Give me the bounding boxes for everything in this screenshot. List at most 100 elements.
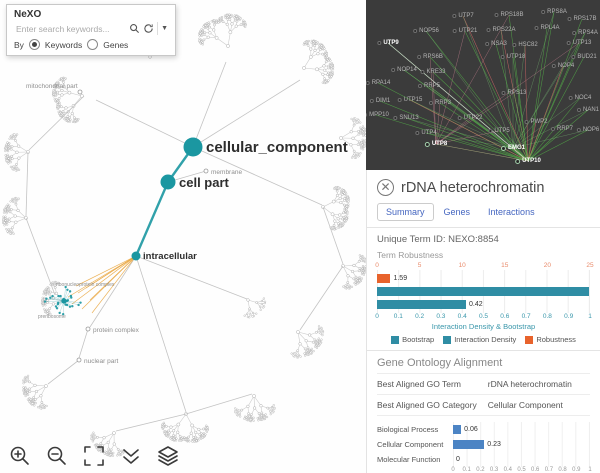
tree-node[interactable] (77, 89, 83, 95)
network-node[interactable]: NOP4 (551, 63, 574, 69)
network-node[interactable]: NOP56 (413, 28, 439, 34)
network-node[interactable]: RPS18B (494, 12, 524, 18)
network-node[interactable]: RRP5 (417, 83, 440, 89)
search-input[interactable] (14, 22, 127, 35)
network-node-label: UTP4 (421, 130, 437, 136)
tree-node[interactable] (76, 357, 82, 363)
network-node[interactable]: UTP21 (452, 28, 478, 34)
divider (157, 22, 159, 35)
network-node-label: UTP22 (463, 115, 483, 121)
network-node[interactable]: NOP14 (391, 67, 417, 73)
network-node[interactable]: RPS8A (541, 9, 567, 15)
network-node[interactable]: UTP18 (500, 54, 526, 60)
node-dot (568, 96, 573, 100)
tab-summary[interactable]: Summary (377, 203, 434, 221)
tab-genes[interactable]: Genes (443, 207, 471, 217)
network-node[interactable]: UTP22 (457, 115, 483, 121)
network-node-label: UTP18 (506, 54, 526, 60)
tree-node[interactable] (160, 174, 176, 190)
tree-term-label[interactable]: membrane (211, 169, 242, 176)
legend-item: Interaction Density (443, 335, 516, 344)
network-node[interactable]: HSC82 (512, 42, 538, 48)
network-node[interactable]: UTP15 (397, 97, 422, 103)
zoom-in-icon (10, 446, 29, 465)
tree-node[interactable] (183, 137, 203, 157)
tree-term-label[interactable]: cell part (179, 175, 230, 190)
network-node-label: RPS8A (547, 9, 567, 15)
network-node[interactable]: RPS17B (567, 16, 597, 22)
refresh-icon[interactable] (143, 23, 154, 34)
tree-term-label[interactable]: preribosome (38, 314, 66, 320)
node-dot (515, 158, 521, 164)
network-node[interactable]: RPS13 (501, 90, 527, 96)
network-node[interactable]: UTP13 (566, 40, 591, 46)
node-dot (571, 55, 576, 59)
node-dot (424, 141, 430, 147)
network-node-label: KRE33 (426, 69, 446, 75)
network-node[interactable]: RPS6B (417, 54, 443, 60)
tree-term-label[interactable]: intracellular (143, 251, 197, 262)
network-node[interactable]: EMG1 (500, 145, 526, 151)
search-icon[interactable] (129, 23, 140, 34)
node-dot (500, 55, 505, 59)
tree-term-label[interactable]: mitochondrial part (26, 83, 78, 90)
network-node[interactable]: NAN1 (576, 107, 599, 113)
chevron-down-icon[interactable]: ▼ (161, 25, 168, 32)
network-node[interactable]: UTP5 (488, 128, 510, 134)
network-node[interactable]: PWP2 (524, 119, 548, 125)
tree-node[interactable] (203, 168, 209, 174)
tab-interactions[interactable]: Interactions (488, 207, 535, 217)
node-dot (501, 91, 506, 95)
tree-term-label[interactable]: ribonucleoprotein complex (56, 282, 115, 288)
network-node[interactable]: UTP10 (515, 158, 541, 164)
network-node[interactable]: DIM1 (369, 98, 390, 104)
network-node[interactable]: MPP10 (366, 112, 389, 118)
network-node[interactable]: RPL4A (534, 25, 560, 31)
network-node[interactable]: UTP9 (377, 40, 399, 46)
network-node[interactable]: RPA14 (366, 80, 390, 86)
go-alignment-table: Best Aligned GO Term rDNA heterochromati… (377, 373, 590, 416)
fit-to-screen-button[interactable] (82, 444, 106, 468)
layers-button[interactable] (156, 444, 180, 468)
tree-term-label[interactable]: protein complex (93, 327, 140, 334)
keywords-radio[interactable] (28, 39, 40, 50)
network-node[interactable]: RPS22A (486, 27, 516, 33)
divider (367, 350, 600, 351)
tree-term-label[interactable]: nuclear part (84, 358, 119, 365)
node-dot (417, 84, 422, 88)
network-node[interactable]: NOC4 (568, 95, 591, 101)
network-node[interactable]: UTP4 (415, 130, 437, 136)
genes-radio[interactable] (87, 39, 99, 50)
network-node[interactable]: NSA3 (485, 41, 507, 47)
genes-radio-label[interactable]: Genes (103, 39, 129, 50)
network-node[interactable]: NOP6 (576, 127, 599, 133)
keywords-radio-label[interactable]: Keywords (44, 39, 83, 50)
zoom-out-button[interactable] (45, 444, 69, 468)
network-node-label: PWP2 (530, 119, 548, 125)
network-node[interactable]: RPS4A (572, 30, 598, 36)
tree-term-label[interactable]: cellular_component (206, 139, 348, 156)
network-node-label: RPS18B (500, 12, 524, 18)
close-icon[interactable]: ✕ (377, 179, 394, 196)
tree-node[interactable] (131, 251, 141, 261)
x-axis-label: Interaction Density & Bootstrap (431, 322, 536, 331)
network-node[interactable]: UTP7 (452, 13, 474, 19)
network-node[interactable]: RRP3 (428, 100, 451, 106)
node-dot (485, 42, 490, 46)
network-node-label: SNU13 (399, 115, 419, 121)
network-node[interactable]: KRE33 (420, 69, 446, 75)
network-node[interactable]: RRP7 (550, 126, 573, 132)
tree-node[interactable] (85, 326, 91, 332)
expand-collapse-button[interactable] (119, 444, 143, 468)
network-node[interactable]: SNU13 (393, 115, 419, 121)
network-node-label: UTP21 (458, 28, 478, 34)
network-node-label: EMG1 (507, 145, 526, 151)
network-node[interactable]: BUD21 (571, 54, 597, 60)
network-node[interactable]: UTP8 (424, 141, 447, 147)
zoom-in-button[interactable] (8, 444, 32, 468)
term-id-value: NEXO:8854 (448, 234, 499, 245)
